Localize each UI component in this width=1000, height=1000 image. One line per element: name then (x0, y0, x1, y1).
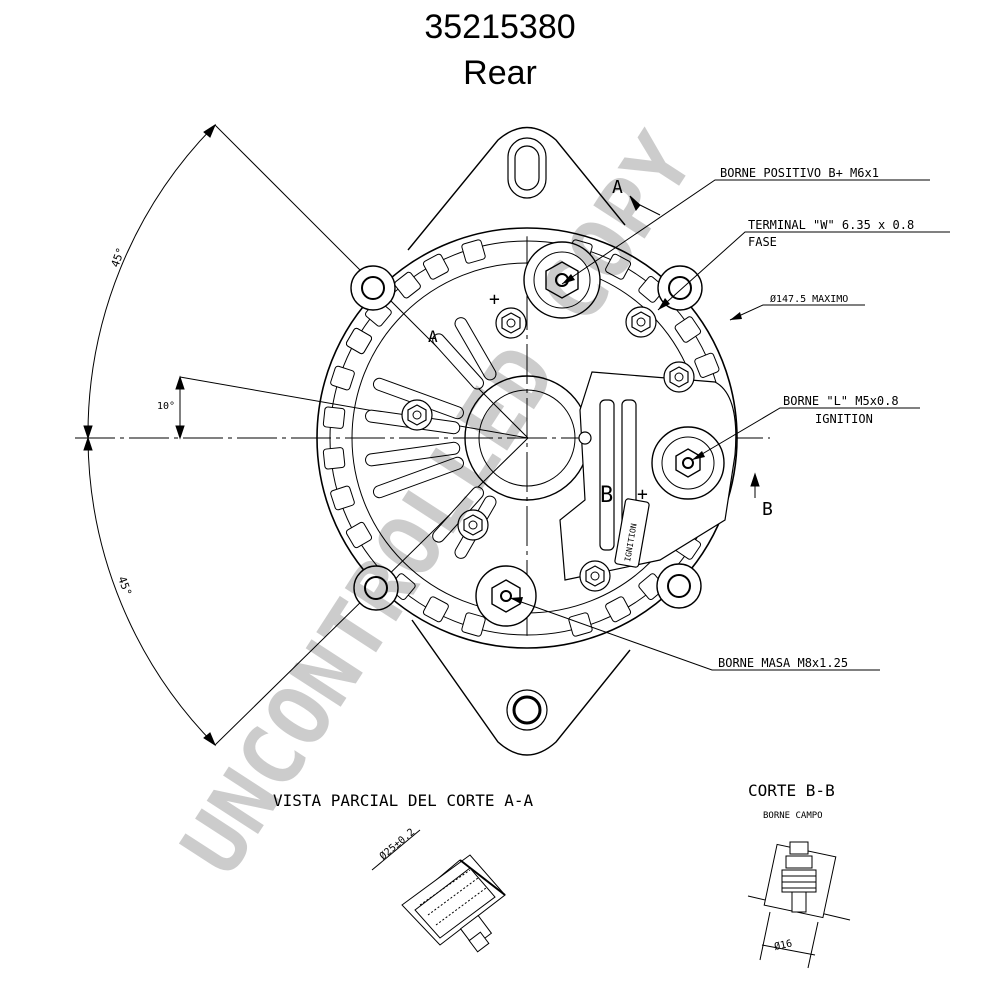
callout-fase: FASE (748, 235, 777, 249)
ventilation-slots (322, 239, 730, 637)
vista-parcial-title: VISTA PARCIAL DEL CORTE A-A (273, 791, 533, 810)
cooling-fins (365, 317, 497, 559)
b-plus-terminal (523, 241, 601, 319)
l-terminal (651, 426, 725, 500)
hex-nut-4 (401, 399, 433, 431)
section-b-marker (750, 472, 760, 498)
callout-borne-l: BORNE "L" M5x0.8 (783, 394, 899, 408)
angle-bottom-label: 45° (115, 575, 134, 598)
section-bb-dimension: Ø16 (773, 937, 793, 952)
callout-diameter-max: Ø147.5 MAXIMO (770, 293, 848, 305)
b-mark: B (600, 483, 613, 508)
callout-terminal-w: TERMINAL "W" 6.35 x 0.8 (748, 218, 914, 232)
section-aa-detail (371, 829, 506, 953)
section-a-marker (629, 195, 661, 216)
corte-bb-title: CORTE B-B (748, 781, 835, 800)
leader-arrows (510, 274, 742, 604)
mounting-boss-top-right (657, 265, 703, 311)
angle-dimensions (83, 123, 217, 747)
hex-nut-5 (457, 509, 489, 541)
hex-nut-6 (579, 560, 611, 592)
section-bb-detail (747, 841, 851, 969)
mounting-ears (407, 126, 631, 756)
mounting-boss-bottom-right (656, 563, 702, 609)
part-number: 35215380 (424, 8, 576, 46)
hex-nut-3 (663, 361, 695, 393)
top-ear-slot (507, 137, 547, 199)
section-b-label: B (762, 499, 773, 520)
plus-mark-rectifier: + (637, 484, 648, 505)
angle-top-label: 45° (109, 246, 128, 269)
mounting-boss-bottom-left (353, 565, 399, 611)
callout-borne-masa: BORNE MASA M8x1.25 (718, 656, 848, 670)
bottom-ear-hole (506, 689, 548, 731)
mounting-boss-top-left (350, 265, 396, 311)
hex-nut-2 (625, 306, 657, 338)
hex-nut-1 (495, 307, 527, 339)
section-aa-dimension: Ø25±0.2 (377, 826, 417, 862)
callout-borne-positivo: BORNE POSITIVO B+ M6x1 (720, 166, 879, 180)
ground-terminal (475, 565, 537, 627)
rectifier-plate (559, 371, 737, 581)
section-a-label-inner: A (428, 327, 438, 346)
angle-mid-label: 10° (157, 401, 175, 412)
plus-mark-bplus: + (489, 289, 500, 310)
callout-ignition: IGNITION (815, 412, 873, 426)
section-a-label-top: A (612, 177, 623, 198)
view-label: Rear (463, 54, 537, 92)
leader-lines (509, 179, 950, 671)
borne-campo-label: BORNE CAMPO (763, 811, 823, 821)
